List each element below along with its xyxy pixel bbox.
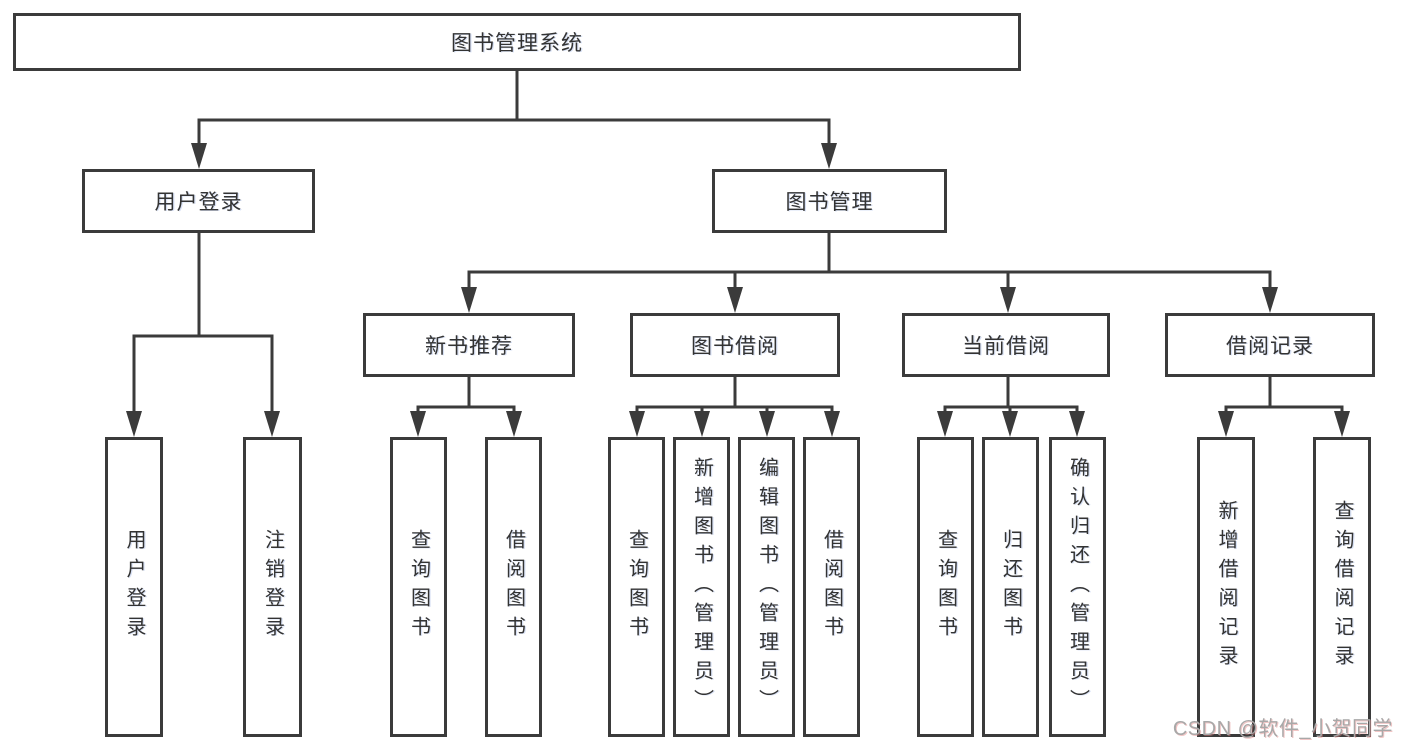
leaf-record-query-borrow-record: 查询借阅记录 bbox=[1313, 437, 1371, 737]
leaf-user-login: 用户登录 bbox=[105, 437, 163, 737]
csdn-watermark: CSDN @软件_小贺同学 bbox=[1172, 718, 1393, 740]
leaf-current-return-book: 归还图书 bbox=[982, 437, 1039, 737]
node-borrow-record: 借阅记录 bbox=[1165, 313, 1375, 377]
leaf-current-confirm-return-admin: 确认归还（管理员） bbox=[1049, 437, 1106, 737]
leaf-borrow-query-book: 查询图书 bbox=[608, 437, 665, 737]
node-new-book-recommend: 新书推荐 bbox=[363, 313, 575, 377]
node-library-system: 图书管理系统 bbox=[13, 13, 1021, 71]
node-book-borrow: 图书借阅 bbox=[630, 313, 840, 377]
leaf-borrow-add-book-admin: 新增图书（管理员） bbox=[673, 437, 730, 737]
leaf-recommend-borrow-book: 借阅图书 bbox=[485, 437, 542, 737]
leaf-recommend-query-book: 查询图书 bbox=[390, 437, 447, 737]
leaf-current-query-book: 查询图书 bbox=[917, 437, 974, 737]
leaf-borrow-edit-book-admin: 编辑图书（管理员） bbox=[738, 437, 795, 737]
node-user-login: 用户登录 bbox=[82, 169, 315, 233]
leaf-logout: 注销登录 bbox=[243, 437, 302, 737]
leaf-record-add-borrow-record: 新增借阅记录 bbox=[1197, 437, 1255, 737]
node-book-management: 图书管理 bbox=[712, 169, 947, 233]
leaf-borrow-borrow-book: 借阅图书 bbox=[803, 437, 860, 737]
node-current-borrow: 当前借阅 bbox=[902, 313, 1110, 377]
